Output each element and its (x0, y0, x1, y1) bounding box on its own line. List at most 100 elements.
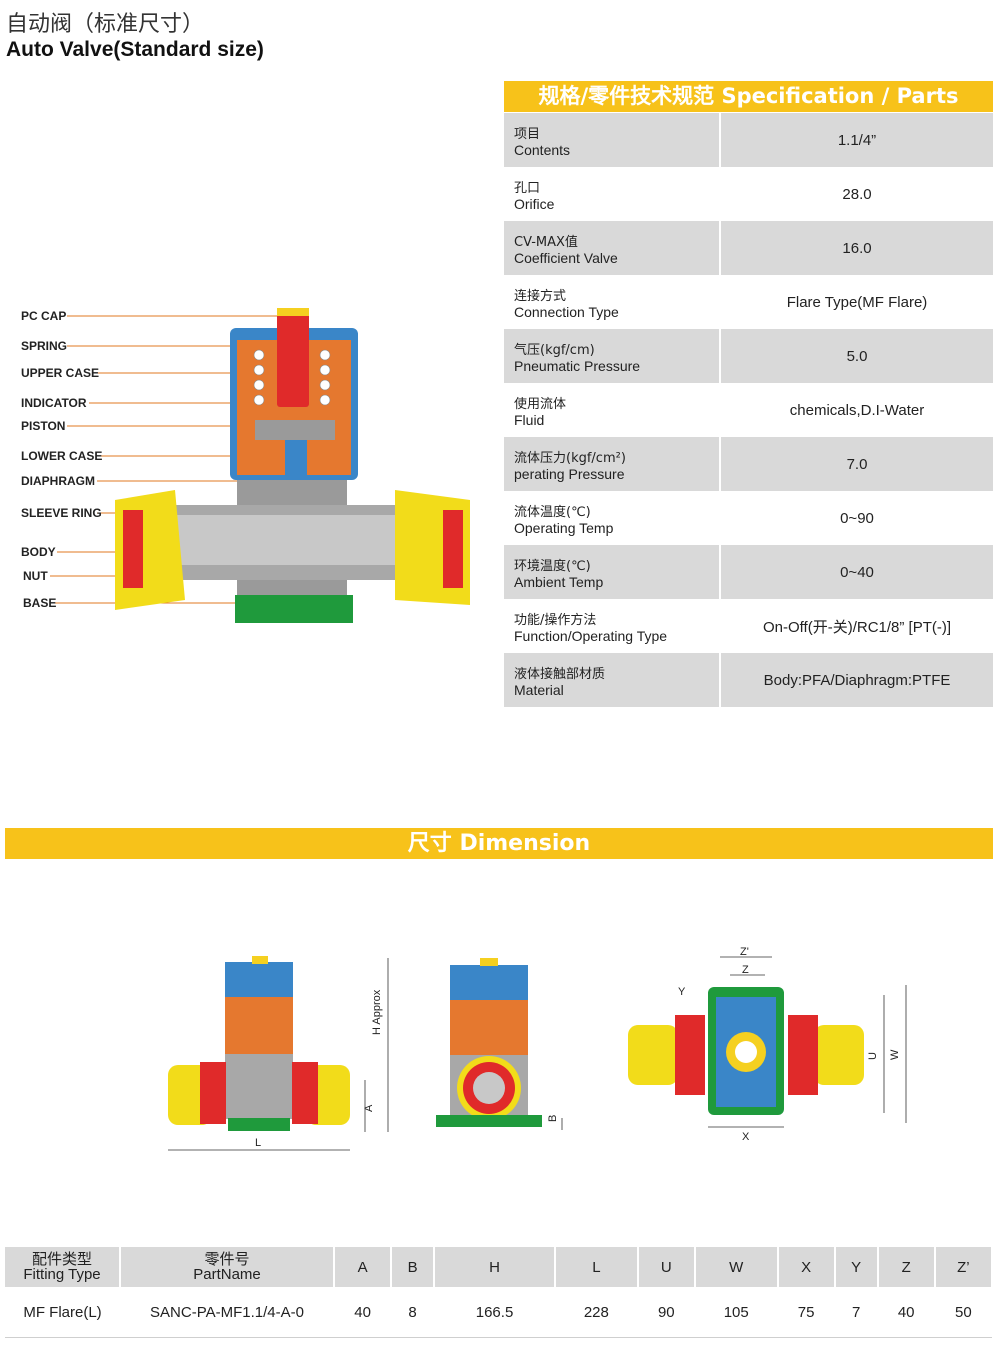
label-upper-case: UPPER CASE (21, 366, 99, 380)
dim-l-label: L (255, 1137, 261, 1149)
spec-label-cn: 功能/操作方法 (514, 612, 597, 628)
spec-label-cn: 连接方式 (514, 288, 567, 304)
col-l: L (555, 1247, 639, 1287)
spec-label-en: Fluid (514, 411, 545, 428)
label-base: BASE (23, 596, 56, 610)
cell-w: 105 (694, 1287, 778, 1338)
cell-h: 166.5 (434, 1287, 556, 1338)
dim-zprime-label: Z' (740, 946, 749, 958)
spec-label-en: Connection Type (514, 303, 619, 320)
spec-value: 7.0 (846, 455, 868, 473)
spec-value: Body:PFA/Diaphragm:PTFE (763, 671, 951, 689)
cell-b: 8 (391, 1287, 435, 1338)
dimension-top-view: Z' Z Y U W X (628, 946, 907, 1143)
spec-value: 1.1/4” (837, 131, 877, 149)
page-title-en: Auto Valve(Standard size) (6, 38, 264, 61)
col-y: Y (834, 1247, 879, 1287)
dim-a-label: A (363, 1104, 375, 1112)
col-w: W (694, 1247, 779, 1287)
label-spring: SPRING (21, 339, 67, 353)
spec-label-en: Material (514, 681, 564, 698)
dimension-end-view: B (436, 958, 563, 1130)
spec-label-en: Operating Temp (514, 519, 614, 536)
spec-label: 环境温度(℃)Ambient Temp (504, 545, 721, 599)
dim-z-label: Z (742, 964, 749, 976)
col-x: X (777, 1247, 836, 1287)
col-h: H (434, 1247, 557, 1287)
col-u: U (637, 1247, 696, 1287)
cell-l: 228 (555, 1287, 638, 1338)
spec-label-cn: 项目 (514, 126, 541, 142)
spec-label-en: Coefficient Valve (514, 249, 618, 266)
spec-label-cn: 流体压力(kgf/cm²) (514, 450, 626, 466)
spec-header: 规格/零件技术规范 Specification / Parts (504, 81, 993, 112)
valve-cross-section-diagram: PC CAP SPRING UPPER CASE INDICATOR PISTO… (21, 308, 470, 623)
dim-u-label: U (867, 1052, 879, 1060)
col-a: A (334, 1247, 393, 1287)
col-part-name-en: PartName (193, 1266, 261, 1283)
col-part-name: 零件号 PartName (120, 1247, 335, 1287)
cell-z-prime: 50 (934, 1287, 992, 1338)
dimension-side-view: H Approx A L (168, 956, 389, 1151)
cell-fitting-type: MF Flare(L) (5, 1287, 120, 1338)
cell-u: 90 (637, 1287, 695, 1338)
label-pc-cap: PC CAP (21, 309, 66, 323)
dim-y-label: Y (678, 986, 686, 998)
spec-value: 0~90 (840, 509, 874, 527)
col-fitting-type: 配件类型 Fitting Type (5, 1247, 121, 1287)
spec-row: 环境温度(℃)Ambient Temp 0~40 (504, 545, 993, 599)
label-indicator: INDICATOR (21, 396, 87, 410)
dim-b-label: B (547, 1115, 559, 1122)
spec-label-en: Ambient Temp (514, 573, 604, 590)
cell-part-name: SANC-PA-MF1.1/4-A-0 (120, 1287, 334, 1338)
spec-value: 16.0 (842, 239, 872, 257)
spec-label-cn: 气压(kgf/cm) (514, 342, 595, 358)
spec-value: 28.0 (842, 185, 872, 203)
spec-value: chemicals,D.I-Water (789, 401, 925, 419)
col-z-prime: Z’ (934, 1247, 994, 1287)
label-lower-case: LOWER CASE (21, 449, 102, 463)
spec-label: 气压(kgf/cm)Pneumatic Pressure (504, 329, 721, 383)
spec-label-en: perating Pressure (514, 465, 625, 482)
spec-label-cn: 使用流体 (514, 396, 567, 412)
spec-value: Flare Type(MF Flare) (786, 293, 928, 311)
spec-label-cn: 流体温度(℃) (514, 504, 591, 520)
cell-a: 40 (334, 1287, 392, 1338)
cell-z: 40 (877, 1287, 935, 1338)
label-sleeve-ring: SLEEVE RING (21, 506, 102, 520)
spec-value: On-Off(开-关)/RC1/8” [PT(-)] (762, 618, 952, 636)
col-b: B (391, 1247, 436, 1287)
spec-label-cn: CV-MAX值 (514, 234, 578, 250)
spec-row: 流体压力(kgf/cm²)perating Pressure 7.0 (504, 437, 993, 491)
label-piston: PISTON (21, 419, 65, 433)
spec-row: 流体温度(℃)Operating Temp 0~90 (504, 491, 993, 545)
spec-label-cn: 孔口 (514, 180, 541, 196)
spec-label: 流体压力(kgf/cm²)perating Pressure (504, 437, 721, 491)
dimension-table: 配件类型 Fitting Type 零件号 PartName A B H L U… (5, 1247, 994, 1338)
spec-value: 5.0 (846, 347, 868, 365)
spec-label-cn: 环境温度(℃) (514, 558, 591, 574)
spec-label: 流体温度(℃)Operating Temp (504, 491, 721, 545)
col-fitting-type-en: Fitting Type (23, 1266, 101, 1283)
spec-label-en: Orifice (514, 195, 555, 212)
dimension-header: 尺寸 Dimension (5, 828, 993, 859)
col-part-name-cn: 零件号 (204, 1251, 250, 1268)
label-nut: NUT (23, 569, 48, 583)
col-z: Z (877, 1247, 936, 1287)
spec-value: 0~40 (840, 563, 874, 581)
cell-x: 75 (777, 1287, 835, 1338)
spec-label-en: Contents (514, 141, 571, 158)
